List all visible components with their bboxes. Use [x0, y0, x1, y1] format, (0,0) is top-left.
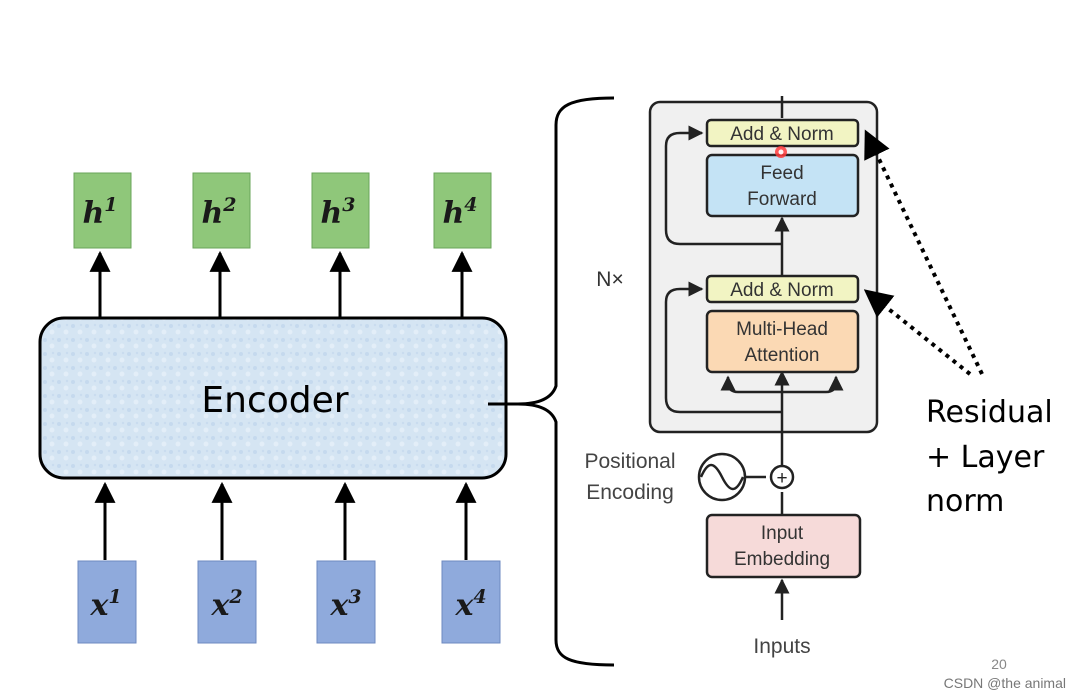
- input-arrows: [94, 481, 477, 560]
- annotation-line2: + Layer: [926, 440, 1045, 475]
- attention-line2: Attention: [745, 345, 820, 366]
- output-h2-sup: 2: [222, 194, 236, 216]
- add-norm-top: Add & Norm: [705, 118, 860, 148]
- feed-forward-box: Feed Forward: [705, 153, 860, 218]
- input-x2-base: x: [210, 588, 230, 623]
- input-x1-base: x: [89, 588, 109, 623]
- output-h2-base: h: [201, 196, 223, 231]
- output-h3: h3: [311, 172, 370, 249]
- feed-forward-line2: Forward: [747, 189, 817, 210]
- add-norm-bottom-label: Add & Norm: [730, 280, 833, 301]
- flow-lines: [744, 96, 790, 620]
- feed-forward-line1: Feed: [760, 163, 803, 184]
- svg-text:x1: x1: [89, 586, 121, 623]
- sine-icon: [697, 452, 747, 502]
- input-x3-base: x: [329, 588, 349, 623]
- input-x4-sup: 4: [473, 586, 486, 608]
- svg-text:h3: h3: [320, 194, 355, 231]
- svg-text:x3: x3: [329, 586, 361, 623]
- add-symbol: +: [776, 468, 787, 489]
- input-x4-base: x: [454, 588, 474, 623]
- positional-line2: Encoding: [586, 481, 674, 504]
- watermark: CSDN @the animal: [944, 675, 1066, 691]
- annotation-arrows: [863, 129, 984, 376]
- input-x1: x1: [77, 560, 137, 644]
- brace-connector: [488, 96, 615, 667]
- output-h1-sup: 1: [104, 194, 117, 216]
- encoder-label: Encoder: [201, 380, 348, 421]
- input-embedding-box: Input Embedding: [705, 513, 862, 579]
- page-number: 20: [991, 656, 1007, 672]
- repeat-label: N×: [596, 268, 623, 291]
- add-norm-bottom: Add & Norm: [705, 274, 860, 304]
- transformer-block: [648, 100, 879, 434]
- encoder-block: Encoder: [38, 316, 508, 480]
- annotation-line3: norm: [926, 484, 1004, 519]
- output-h3-base: h: [320, 196, 342, 231]
- output-h1: h1: [73, 172, 132, 249]
- output-h4-sup: 4: [464, 194, 477, 216]
- attention-line1: Multi-Head: [736, 319, 828, 340]
- add-icon: +: [769, 464, 795, 490]
- input-x2-sup: 2: [228, 586, 242, 608]
- annotation-label: Residual + Layer norm: [926, 395, 1053, 519]
- output-h4-base: h: [442, 196, 464, 231]
- svg-text:x2: x2: [210, 586, 242, 623]
- inputs-label: Inputs: [753, 635, 810, 658]
- output-boxes: h1 h2 h3 h4: [73, 172, 492, 249]
- positional-line1: Positional: [584, 450, 675, 473]
- input-x4: x4: [441, 560, 501, 644]
- input-boxes: x1 x2 x3 x4: [77, 560, 501, 644]
- embedding-line2: Embedding: [734, 549, 830, 570]
- input-x2: x2: [197, 560, 257, 644]
- output-h4: h4: [433, 172, 492, 249]
- embedding-line1: Input: [761, 523, 804, 544]
- output-h1-base: h: [82, 196, 104, 231]
- svg-text:h1: h1: [82, 194, 117, 231]
- svg-text:h4: h4: [442, 194, 477, 231]
- positional-encoding-label: Positional Encoding: [584, 450, 675, 504]
- output-arrows: [89, 250, 473, 318]
- output-h2: h2: [192, 172, 251, 249]
- input-x3: x3: [316, 560, 376, 644]
- add-norm-top-label: Add & Norm: [730, 124, 833, 145]
- svg-text:h2: h2: [201, 194, 236, 231]
- residual-paths: [664, 125, 844, 414]
- attention-box: Multi-Head Attention: [705, 309, 860, 374]
- input-x3-sup: 3: [348, 586, 361, 608]
- annotation-line1: Residual: [926, 395, 1053, 430]
- output-h3-sup: 3: [342, 194, 355, 216]
- svg-text:x4: x4: [454, 586, 486, 623]
- pointer-dot: [775, 146, 787, 158]
- input-x1-sup: 1: [108, 586, 121, 608]
